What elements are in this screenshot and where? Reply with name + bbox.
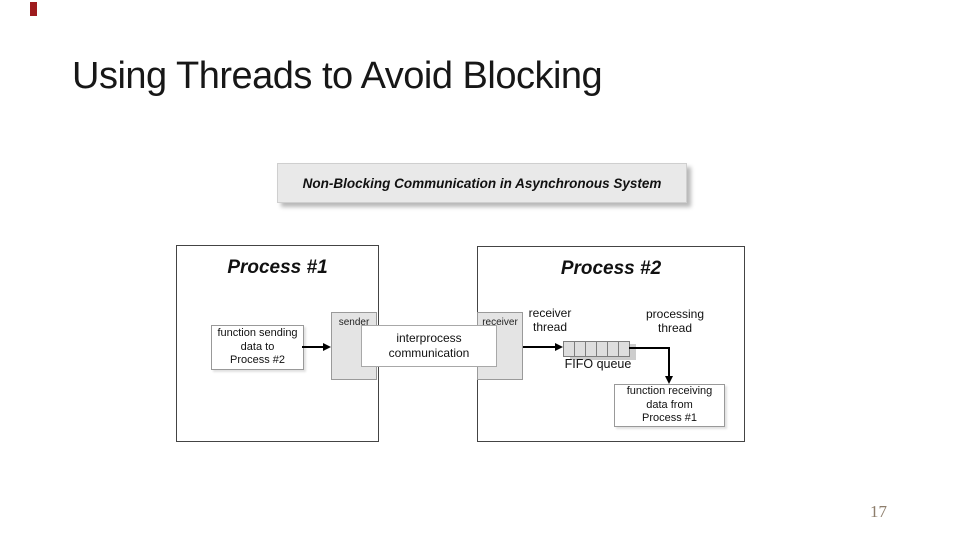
function-sending-box: function sending data to Process #2: [211, 325, 304, 370]
receiver-thread-line1: receiver: [528, 306, 572, 320]
diagram-header-label: Non-Blocking Communication in Asynchrono…: [302, 175, 662, 191]
arrow-line-receiver: [523, 346, 556, 348]
function-sending-line1: function sending: [217, 327, 298, 340]
fifo-cell: [618, 341, 630, 357]
processing-thread-line1: processing: [645, 307, 705, 321]
function-receiving-line3: Process #1: [641, 412, 698, 425]
receiver-thread-line2: thread: [532, 320, 568, 334]
ipc-line1: interprocess: [396, 331, 462, 345]
function-receiving-line1: function receiving: [626, 385, 713, 398]
slide-title: Using Threads to Avoid Blocking: [72, 55, 603, 97]
function-receiving-line2: data from: [646, 398, 693, 411]
processing-thread-line2: thread: [657, 321, 693, 335]
process2-title: Process #2: [560, 258, 662, 279]
arrow-line-send: [302, 346, 324, 348]
arrowhead-down-icon: [665, 376, 673, 384]
red-accent-mark: [30, 2, 37, 16]
line-down: [668, 347, 670, 377]
function-sending-line3: Process #2: [229, 354, 286, 367]
line-fifo-out: [629, 347, 670, 349]
receiver-label: receiver: [482, 317, 518, 328]
receiver-thread-label: receiver thread: [520, 306, 580, 334]
sender-label: sender: [338, 317, 370, 328]
arrowhead-send-icon: [323, 343, 331, 351]
process1-title: Process #1: [227, 257, 328, 278]
function-receiving-box: function receiving data from Process #1: [614, 384, 725, 427]
page-number: 17: [870, 502, 887, 521]
function-sending-line2: data to: [240, 340, 275, 353]
processing-thread-label: processing thread: [644, 307, 706, 335]
fifo-queue-label: FIFO queue: [564, 357, 632, 371]
arrowhead-receiver-icon: [555, 343, 563, 351]
diagram-header: Non-Blocking Communication in Asynchrono…: [277, 163, 687, 203]
fifo-queue: [563, 341, 630, 357]
ipc-line2: communication: [388, 346, 470, 360]
interprocess-communication-box: interprocess communication: [361, 325, 497, 367]
